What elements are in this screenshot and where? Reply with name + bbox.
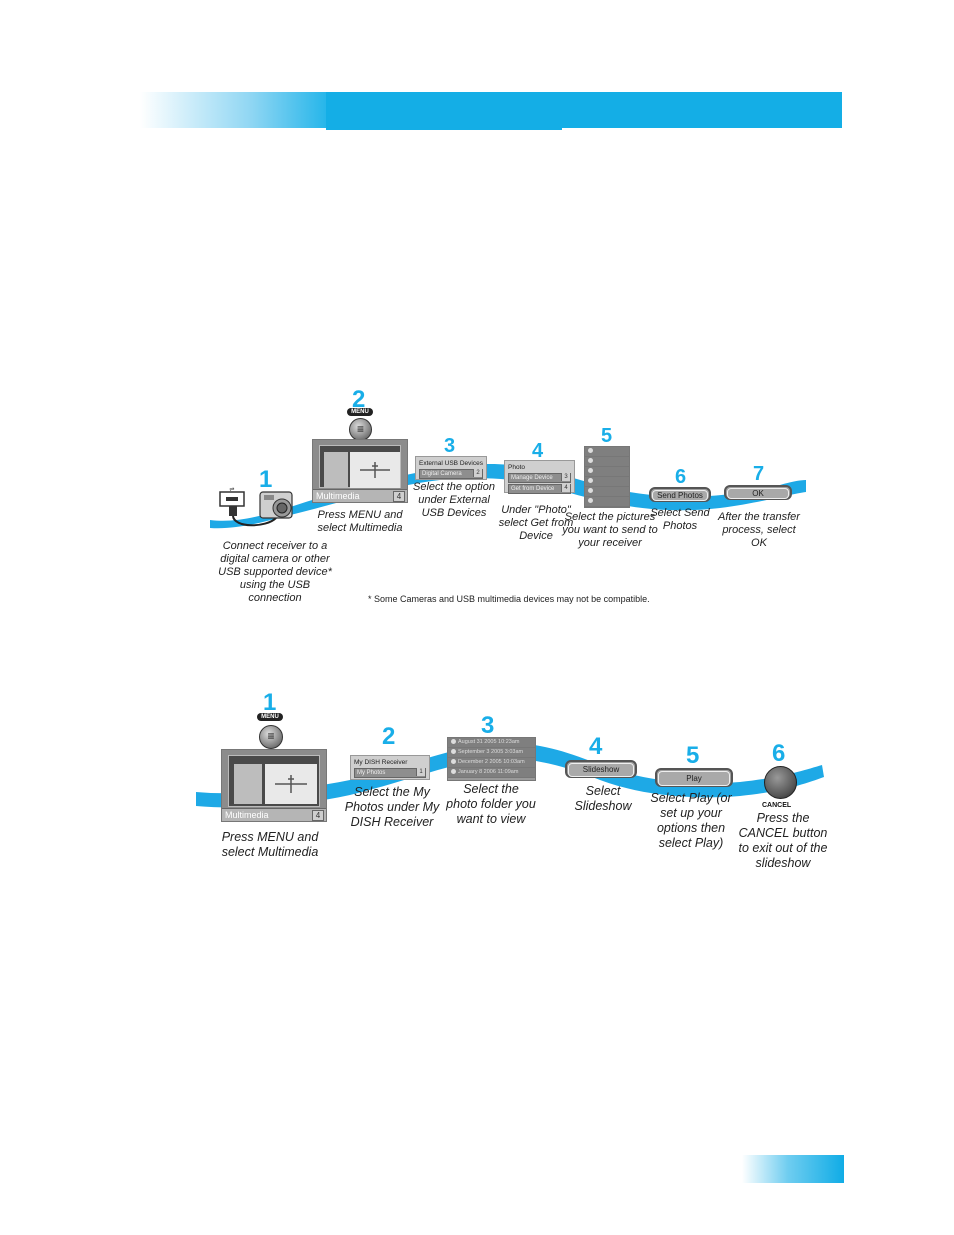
camera-usb-illustration: ⇌ xyxy=(216,486,296,530)
play-label: Play xyxy=(658,771,730,786)
manage-device-option[interactable]: Manage Device 3 xyxy=(508,473,571,483)
tv-bar-label: Multimedia 4 xyxy=(313,489,407,502)
cancel-label: CANCEL xyxy=(762,802,792,809)
list-item[interactable]: December 2 2005 10:03am xyxy=(448,758,535,768)
tv-bar-number: 4 xyxy=(393,491,405,502)
option-label: My Photos xyxy=(357,770,386,776)
list-item[interactable] xyxy=(585,447,629,457)
list-item[interactable] xyxy=(585,467,629,477)
photo-panel: Photo Manage Device 3 Get from Device 4 xyxy=(504,460,575,494)
menu-icon[interactable]: ≡ xyxy=(259,725,283,749)
list-item[interactable]: January 8 2006 11:09am xyxy=(448,768,535,778)
tv-bar-text: Multimedia xyxy=(316,491,360,501)
list-item[interactable] xyxy=(585,497,629,507)
slideshow-label: Slideshow xyxy=(568,763,634,777)
tv-menu-screen xyxy=(319,445,401,488)
folder-date: December 2 2005 10:03am xyxy=(458,759,525,765)
s1-step-3-caption: Select the option under External USB Dev… xyxy=(413,481,495,519)
my-dish-receiver-panel: My DISH Receiver My Photos 1 xyxy=(350,755,430,780)
s1-step-7-caption: After the transfer process, select OK xyxy=(718,511,800,549)
s1-tv-screen: Multimedia 4 xyxy=(312,439,408,503)
option-label: Manage Device xyxy=(511,475,553,481)
preview-pane xyxy=(350,452,400,488)
s2-step-3-caption: Select the photo folder you want to view xyxy=(446,782,536,826)
tv-bar-text: Multimedia xyxy=(225,810,269,820)
option-number: 2 xyxy=(473,469,482,477)
list-item[interactable] xyxy=(585,477,629,487)
list-item[interactable]: September 3 2005 3:03am xyxy=(448,748,535,758)
s2-step-6-caption: Press the CANCEL button to exit out of t… xyxy=(738,811,828,870)
s1-step-6-number: 6 xyxy=(675,466,687,488)
folder-date: September 3 2005 3:03am xyxy=(458,749,524,755)
header-underline xyxy=(326,128,562,130)
send-photos-button[interactable]: Send Photos xyxy=(649,487,711,502)
s1-step-1-caption: Connect receiver to a digital camera or … xyxy=(218,540,332,604)
s2-step-5-number: 5 xyxy=(686,742,700,769)
s1-step-6-caption: Select Send Photos xyxy=(650,507,710,532)
tv-bar-label: Multimedia 4 xyxy=(222,808,326,821)
s2-step-5-caption: Select Play (or set up your options then… xyxy=(650,791,732,850)
s1-step-7-number: 7 xyxy=(753,463,765,485)
option-number: 1 xyxy=(416,768,425,776)
s2-step-2-caption: Select the My Photos under My DISH Recei… xyxy=(344,785,440,829)
s2-tv-screen: Multimedia 4 xyxy=(221,749,327,822)
s1-step-1-number: 1 xyxy=(259,466,273,493)
folder-date: August 31 2005 10:23am xyxy=(458,739,520,745)
header-gradient-bar xyxy=(140,92,326,128)
send-photos-label: Send Photos xyxy=(652,490,708,501)
camera-icon: ⇌ xyxy=(219,486,293,527)
picture-list xyxy=(584,446,630,508)
panel-title: External USB Devices xyxy=(419,460,483,467)
menu-icon[interactable]: ≡ xyxy=(349,418,372,441)
photo-folder-list: August 31 2005 10:23am September 3 2005 … xyxy=(447,737,536,781)
svg-text:⇌: ⇌ xyxy=(229,486,234,493)
list-item[interactable] xyxy=(585,457,629,467)
option-label: Get from Device xyxy=(511,486,555,492)
s1-step-2-number: 2 xyxy=(352,386,366,413)
digital-camera-option[interactable]: Digital Camera 2 xyxy=(419,469,483,479)
option-number: 4 xyxy=(561,484,570,492)
my-photos-option[interactable]: My Photos 1 xyxy=(354,768,426,778)
footer-page-bar xyxy=(742,1155,844,1183)
s2-step-4-number: 4 xyxy=(589,733,603,760)
s2-step-1-caption: Press MENU and select Multimedia xyxy=(221,830,319,859)
option-label: Digital Camera xyxy=(422,471,462,477)
s2-step-4-caption: Select Slideshow xyxy=(574,784,632,813)
get-from-device-option[interactable]: Get from Device 4 xyxy=(508,484,571,494)
airplane-icon xyxy=(360,462,390,478)
s2-step-2-number: 2 xyxy=(382,723,396,750)
panel-title: My DISH Receiver xyxy=(354,759,408,766)
menu-list-pane xyxy=(324,452,348,488)
menu-label: MENU xyxy=(257,713,283,721)
s1-step-5-number: 5 xyxy=(601,425,613,447)
tv-bar-number: 4 xyxy=(312,810,324,821)
s2-step-6-number: 6 xyxy=(772,740,786,767)
airplane-icon xyxy=(275,775,307,793)
play-button[interactable]: Play xyxy=(655,768,733,787)
folder-date: January 8 2006 11:09am xyxy=(458,769,519,775)
s1-step-4-caption: Under "Photo" select Get from Device xyxy=(498,504,574,542)
cancel-icon[interactable] xyxy=(764,766,797,799)
slideshow-button[interactable]: Slideshow xyxy=(565,760,637,778)
list-item[interactable]: August 31 2005 10:23am xyxy=(448,738,535,748)
ok-label: OK xyxy=(727,488,789,499)
tv-menu-screen xyxy=(228,755,320,807)
list-item[interactable] xyxy=(585,487,629,497)
header-title-bar xyxy=(326,92,842,128)
s1-step-5-caption: Select the pictures you want to send to … xyxy=(562,511,658,549)
option-number: 3 xyxy=(561,473,570,481)
external-usb-panel: External USB Devices Digital Camera 2 xyxy=(415,456,487,480)
s2-step-1-number: 1 xyxy=(263,689,277,716)
ok-button[interactable]: OK xyxy=(724,485,792,500)
preview-pane xyxy=(265,764,317,804)
panel-title: Photo xyxy=(508,464,525,471)
s1-step-4-number: 4 xyxy=(532,440,544,462)
menu-label: MENU xyxy=(347,408,373,416)
s1-step-2-caption: Press MENU and select Multimedia xyxy=(317,509,403,534)
s2-step-3-number: 3 xyxy=(481,712,495,739)
menu-list-pane xyxy=(234,764,262,804)
compatibility-footnote: * Some Cameras and USB multimedia device… xyxy=(368,594,650,604)
s1-step-3-number: 3 xyxy=(444,435,456,457)
